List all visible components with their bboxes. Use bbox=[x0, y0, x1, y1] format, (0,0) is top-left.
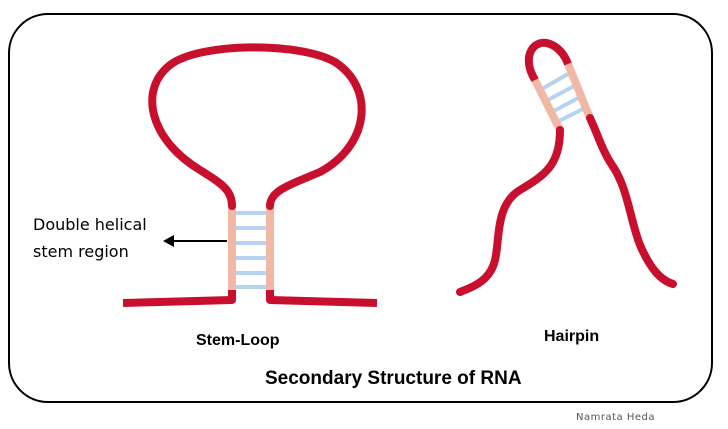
hairpin-structure bbox=[456, 38, 677, 296]
author-credit: Namrata Heda bbox=[576, 412, 655, 423]
hairpin-tail-left bbox=[456, 126, 564, 296]
hairpin-tail-right bbox=[586, 114, 677, 288]
hairpin-label: Hairpin bbox=[544, 328, 600, 345]
stem-loop-tail-right bbox=[266, 290, 378, 307]
stem-loop-structure bbox=[122, 43, 378, 307]
stem-loop-label: Stem-Loop bbox=[196, 332, 280, 349]
stem-region-label-line2: stem region bbox=[33, 242, 129, 261]
diagram-frame bbox=[8, 13, 713, 403]
hairpin-base-pairs bbox=[539, 72, 586, 124]
base-pair bbox=[545, 84, 575, 103]
stem-region-arrow bbox=[163, 235, 227, 247]
stem-loop-tail-left bbox=[122, 290, 236, 307]
base-pair bbox=[551, 95, 581, 114]
arrow-head bbox=[163, 235, 174, 247]
base-pair bbox=[539, 72, 569, 92]
hairpin-loop bbox=[524, 38, 572, 84]
diagram-title: Secondary Structure of RNA bbox=[265, 368, 522, 389]
stem-loop-loop bbox=[148, 43, 366, 210]
hairpin-strand-right bbox=[564, 62, 594, 120]
hairpin-strand-left bbox=[531, 78, 564, 132]
base-pair bbox=[556, 106, 586, 124]
stem-loop-base-pairs bbox=[236, 211, 266, 289]
stem-region-label-line1: Double helical bbox=[33, 215, 147, 234]
